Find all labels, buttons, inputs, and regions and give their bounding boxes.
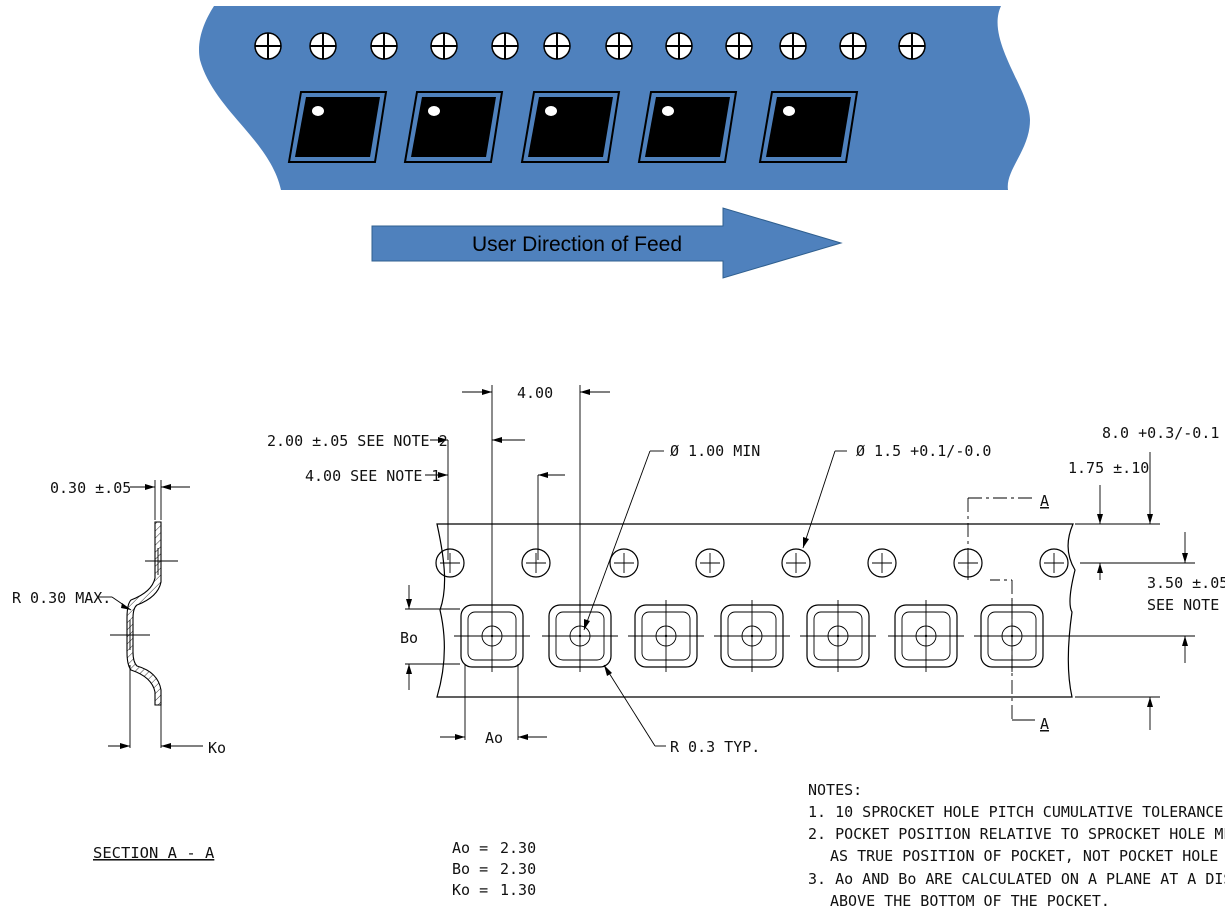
sprocket-hole <box>370 32 398 60</box>
bo-value: 2.30 <box>500 860 536 878</box>
tape-plan-view <box>435 523 1076 698</box>
sprocket-hole <box>543 32 571 60</box>
note-2: 2. POCKET POSITION RELATIVE TO SPROCKET … <box>808 825 1225 843</box>
section-title: SECTION A - A <box>93 844 215 862</box>
pockets <box>454 600 1050 672</box>
section-profile <box>126 521 162 706</box>
sprocket-hole <box>435 548 465 578</box>
component <box>295 97 380 157</box>
hole-to-pocket-label: 2.00 ±.05 SEE NOTE 2 <box>267 432 448 450</box>
pocket <box>403 91 504 163</box>
ko-value-label: Ko = <box>452 881 488 899</box>
ko-label: Ko <box>208 739 226 757</box>
pocket <box>888 600 964 672</box>
component <box>645 97 730 157</box>
sprocket-hole <box>1039 548 1069 578</box>
pin-one-dot <box>783 106 795 116</box>
sprocket-hole <box>491 32 519 60</box>
pin-one-dot <box>545 106 557 116</box>
ao-label: Ao <box>485 729 503 747</box>
note-3-cont: ABOVE THE BOTTOM OF THE POCKET. <box>830 892 1110 910</box>
sprocket-hole <box>898 32 926 60</box>
section-mark-bottom: A <box>1040 715 1049 733</box>
notes-block: NOTES: 1. 10 SPROCKET HOLE PITCH CUMULAT… <box>808 781 1225 910</box>
dimension-labels: 4.00 2.00 ±.05 SEE NOTE 2 4.00 SEE NOTE … <box>267 384 1225 756</box>
pocket-row <box>287 91 859 163</box>
section-a-a-view: 0.30 ±.05 R 0.30 MAX. Ko SECTION A - A <box>12 479 226 862</box>
pitch-label: 4.00 <box>517 384 553 402</box>
pocket <box>637 91 738 163</box>
pocket <box>714 600 790 672</box>
note-2-cont: AS TRUE POSITION OF POCKET, NOT POCKET H… <box>830 847 1218 865</box>
sprocket-hole <box>725 32 753 60</box>
sprocket-hole <box>665 32 693 60</box>
component <box>766 97 851 157</box>
dimension-arrowheads <box>406 389 1188 740</box>
bo-value-label: Bo = <box>452 860 488 878</box>
sprocket-hole <box>521 548 551 578</box>
feed-direction-arrow: User Direction of Feed <box>371 207 843 279</box>
note-3: 3. Ao AND Bo ARE CALCULATED ON A PLANE A… <box>808 870 1225 888</box>
sprocket-hole <box>605 32 633 60</box>
pocket <box>287 91 388 163</box>
pocket-hole-diameter-label: Ø 1.00 MIN <box>670 442 760 460</box>
see-note-2-label: SEE NOTE 2 <box>1147 596 1225 614</box>
note-1: 1. 10 SPROCKET HOLE PITCH CUMULATIVE TOL… <box>808 803 1225 821</box>
feed-direction-label: User Direction of Feed <box>472 233 682 256</box>
component <box>411 97 496 157</box>
max-radius-label: R 0.30 MAX. <box>12 589 111 607</box>
sprocket-hole <box>781 548 811 578</box>
sprocket-hole-diameter-label: Ø 1.5 +0.1/-0.0 <box>856 442 991 460</box>
pocket <box>628 600 704 672</box>
pin-one-dot <box>662 106 674 116</box>
sprocket-hole <box>430 32 458 60</box>
section-mark-top: A <box>1040 492 1049 510</box>
notes-title: NOTES: <box>808 781 862 799</box>
sprocket-hole <box>609 548 639 578</box>
sprocket-hole-row <box>254 32 926 60</box>
pin-one-dot <box>312 106 324 116</box>
pocket <box>800 600 876 672</box>
dimension-values: Ao = 2.30 Bo = 2.30 Ko = 1.30 <box>452 839 536 899</box>
component <box>528 97 613 157</box>
bo-label: Bo <box>400 629 418 647</box>
ao-value-label: Ao = <box>452 839 488 857</box>
pocket <box>520 91 621 163</box>
sprocket-pitch-label: 4.00 SEE NOTE 1 <box>305 467 440 485</box>
sprocket-hole <box>254 32 282 60</box>
sprocket-holes <box>435 548 1069 578</box>
tape-width-label: 8.0 +0.3/-0.1 <box>1102 424 1219 442</box>
hole-to-pocket-center-label: 3.50 ±.05 <box>1147 574 1225 592</box>
sprocket-hole <box>309 32 337 60</box>
ao-value: 2.30 <box>500 839 536 857</box>
sprocket-hole <box>867 548 897 578</box>
pocket <box>758 91 859 163</box>
edge-to-hole-label: 1.75 ±.10 <box>1068 459 1149 477</box>
sprocket-hole <box>839 32 867 60</box>
ko-value: 1.30 <box>500 881 536 899</box>
pin-one-dot <box>428 106 440 116</box>
thickness-label: 0.30 ±.05 <box>50 479 131 497</box>
corner-radius-label: R 0.3 TYP. <box>670 738 760 756</box>
sprocket-hole <box>695 548 725 578</box>
sprocket-hole <box>779 32 807 60</box>
dimension-lines <box>405 385 1195 747</box>
carrier-tape-illustration <box>199 6 1031 190</box>
